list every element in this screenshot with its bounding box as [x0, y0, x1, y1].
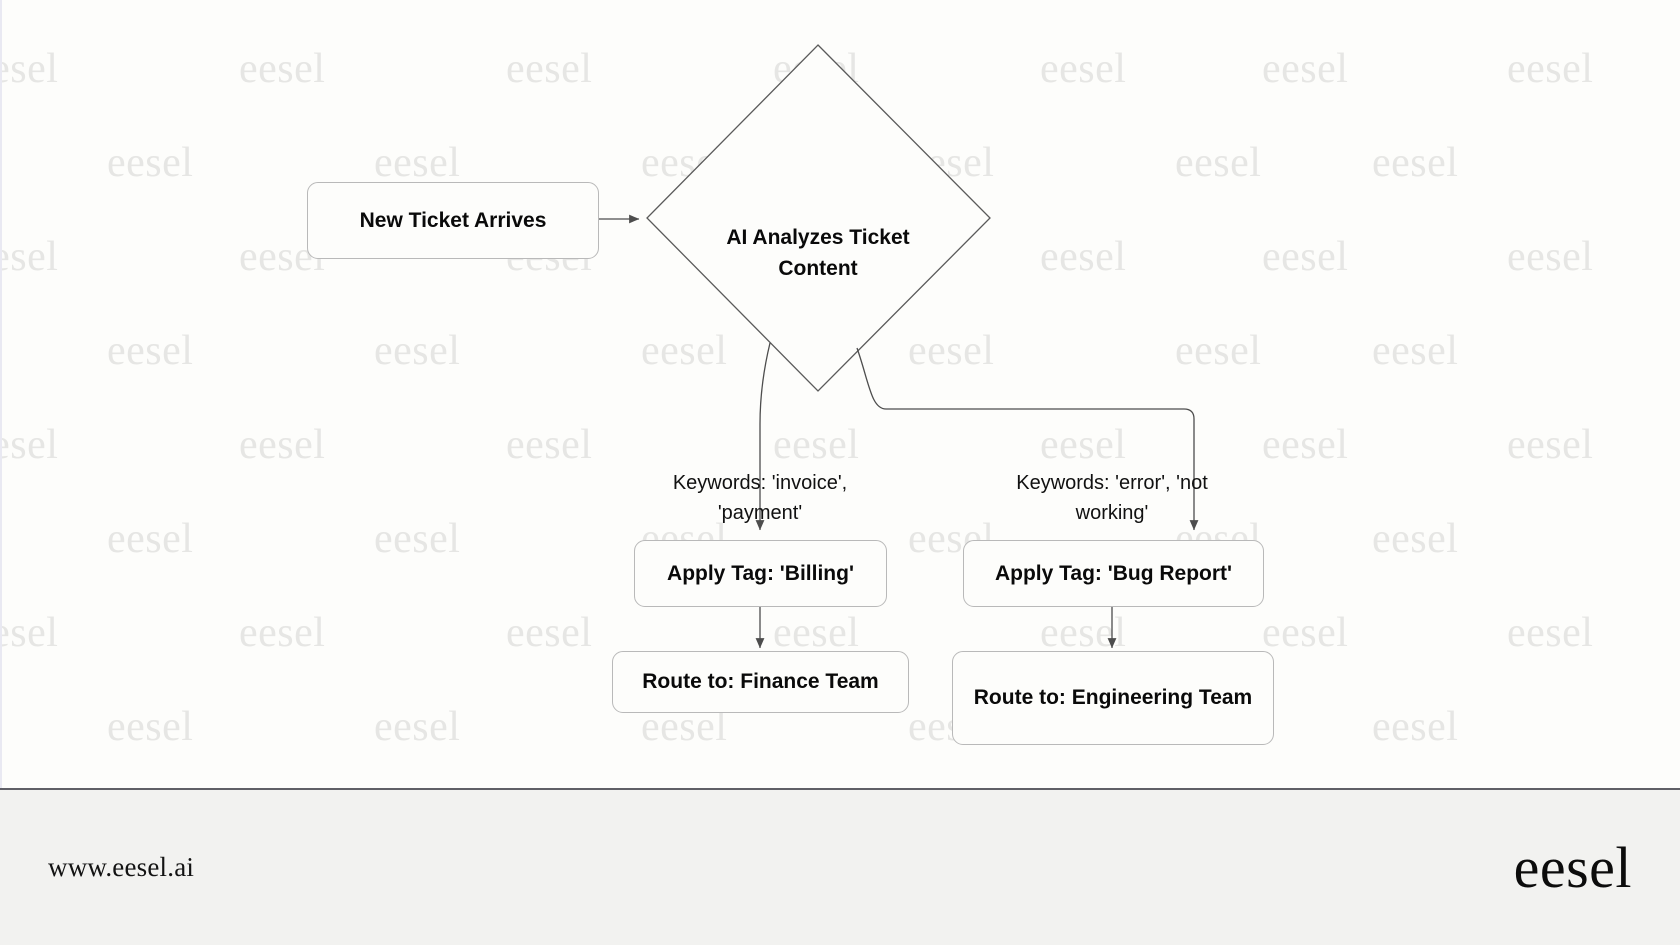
edge-label-text: Keywords: 'error', 'not working' [1016, 472, 1208, 524]
watermark-text: eesel [1372, 704, 1459, 750]
watermark-text: eesel [1175, 140, 1262, 186]
watermark-text: eesel [641, 328, 728, 374]
watermark-text: eesel [1507, 46, 1594, 92]
watermark-text: eesel [1372, 140, 1459, 186]
watermark-text: eesel [239, 610, 326, 656]
node-label: Route to: Engineering Team [973, 686, 1253, 710]
watermark-text: eesel [107, 328, 194, 374]
node-label: Route to: Finance Team [642, 670, 879, 694]
watermark-text: eesel [908, 328, 995, 374]
watermark-text: eesel [773, 610, 860, 656]
watermark-text: eesel [506, 610, 593, 656]
watermark-text: eesel [1040, 234, 1127, 280]
watermark-text: eesel [2, 46, 59, 92]
watermark-text: eesel [1040, 46, 1127, 92]
watermark-text: eesel [374, 516, 461, 562]
watermark-text: eesel [1175, 328, 1262, 374]
watermark-text: eesel [374, 328, 461, 374]
footer-bar: www.eesel.ai eesel [0, 788, 1680, 945]
node-label: New Ticket Arrives [359, 208, 547, 232]
watermark-text: eesel [1507, 234, 1594, 280]
watermark-text: eesel [1507, 422, 1594, 468]
node-apply-tag-billing[interactable]: Apply Tag: 'Billing' [634, 540, 887, 607]
watermark-text: eesel [374, 140, 461, 186]
watermark-text: eesel [2, 234, 59, 280]
watermark-text: eesel [908, 140, 995, 186]
node-label: Apply Tag: 'Bug Report' [994, 561, 1233, 585]
node-apply-tag-bug-report[interactable]: Apply Tag: 'Bug Report' [963, 540, 1264, 607]
watermark-text: eesel [773, 46, 860, 92]
node-ai-analyzes-ticket-content[interactable]: AI Analyzes Ticket Content [688, 193, 948, 284]
edge-label-bugreport-keywords: Keywords: 'error', 'not working' [992, 438, 1232, 528]
watermark-text: eesel [1262, 46, 1349, 92]
watermark-text: eesel [506, 422, 593, 468]
edge-label-billing-keywords: Keywords: 'invoice', 'payment' [642, 438, 878, 528]
node-new-ticket-arrives[interactable]: New Ticket Arrives [307, 182, 599, 259]
watermark-text: eesel [107, 704, 194, 750]
diagram-canvas: eesel eesel eesel eesel eesel eesel eese… [0, 0, 1594, 788]
footer-website-url[interactable]: www.eesel.ai [48, 852, 195, 882]
edge-label-text: Keywords: 'invoice', 'payment' [672, 472, 848, 524]
watermark-text: eesel [107, 516, 194, 562]
watermark-text: eesel [239, 422, 326, 468]
node-route-engineering-team[interactable]: Route to: Engineering Team [952, 651, 1274, 745]
watermark-text: eesel [2, 610, 59, 656]
node-label: AI Analyzes Ticket Content [726, 226, 910, 280]
watermark-text: eesel [374, 704, 461, 750]
watermark-text: eesel [2, 422, 59, 468]
watermark-text: eesel [506, 46, 593, 92]
eesel-logo: eesel [1513, 834, 1632, 900]
watermark-text: eesel [1262, 422, 1349, 468]
node-label: Apply Tag: 'Billing' [667, 561, 854, 585]
watermark-text: eesel [1262, 234, 1349, 280]
watermark-text: eesel [1372, 328, 1459, 374]
watermark-text: eesel [1040, 610, 1127, 656]
watermark-text: eesel [1262, 610, 1349, 656]
watermark-text: eesel [239, 46, 326, 92]
watermark-text: eesel [107, 140, 194, 186]
watermark-text: eesel [641, 140, 728, 186]
watermark-text: eesel [1372, 516, 1459, 562]
watermark-text: eesel [1507, 610, 1594, 656]
node-route-finance-team[interactable]: Route to: Finance Team [612, 651, 909, 713]
